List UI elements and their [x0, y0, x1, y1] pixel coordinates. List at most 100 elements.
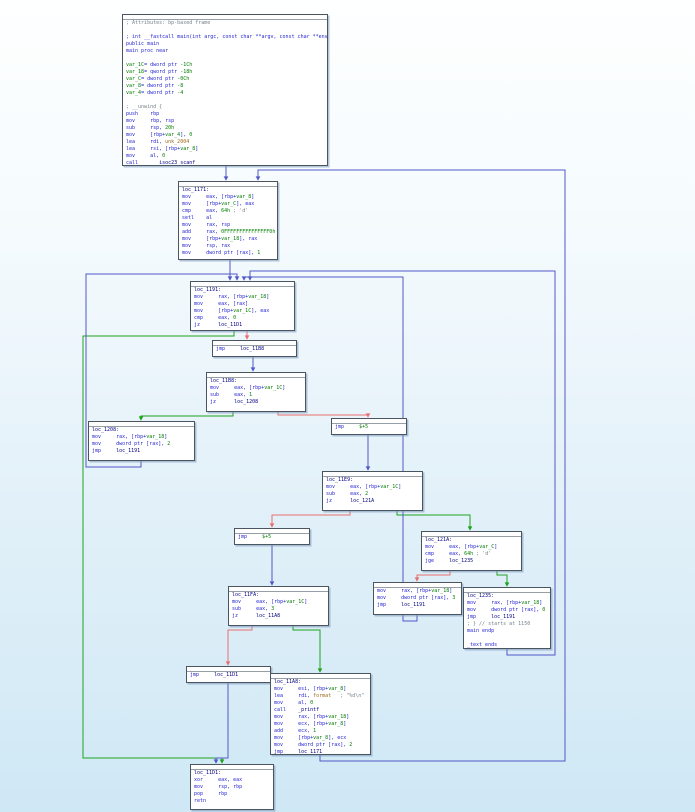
asm-token: mov al, [126, 153, 163, 159]
node-jmp_11d1[interactable]: jmp loc_11D1 [186, 666, 271, 683]
asm-token: ] [164, 434, 168, 440]
asm-line: jge loc_1235 [422, 558, 521, 565]
asm-token: loc_11D1: [194, 770, 222, 776]
asm-token: ], [180, 132, 190, 138]
asm-token: mov ecx, [rbp+ [274, 721, 329, 727]
asm-line: ; int __fastcall main(int argc, const ch… [123, 34, 327, 41]
asm-token: loc_1208: [92, 427, 120, 433]
node-titlebar[interactable] [179, 182, 277, 187]
asm-token: jmp [467, 614, 492, 620]
node-titlebar[interactable] [332, 419, 406, 424]
node-jmp5_right[interactable]: jmp $+5 [331, 418, 407, 435]
asm-token: var_1C [286, 599, 305, 605]
node-titlebar[interactable] [271, 674, 370, 679]
asm-token: 1 [313, 728, 317, 734]
node-titlebar[interactable] [229, 587, 328, 592]
asm-token: mov rax, [rbp+ [467, 600, 522, 606]
asm-token: var_18 [431, 588, 450, 594]
edge-loc_1235-to-loc_1191 [249, 270, 556, 656]
asm-line [464, 635, 550, 642]
asm-line: mov eax, [rbp+var_1C] [229, 599, 328, 606]
asm-line: mov al, 0 [123, 153, 327, 160]
asm-line [123, 27, 327, 34]
node-titlebar[interactable] [213, 341, 296, 346]
edge-loc_11e9-fall-jmp5l [271, 511, 351, 527]
asm-token: var_8 [328, 721, 344, 727]
asm-token: var_18 [146, 434, 165, 440]
asm-line: add rax, 0FFFFFFFFFFFFFFF0h [179, 229, 277, 236]
node-loc_121a[interactable]: loc_121A:mov eax, [rbp+var_C]cmp eax, 64… [421, 531, 522, 571]
asm-line: sub eax, 2 [323, 491, 422, 498]
asm-token: mov rax, [rbp+ [194, 294, 249, 300]
asm-line: loc_1235: [464, 593, 550, 600]
edge-arrowhead [250, 367, 256, 372]
edge-arrowhead [269, 581, 275, 586]
asm-line: mov rax, [rbp+var_18] [89, 434, 194, 441]
asm-line: jmp loc_1191 [89, 448, 194, 455]
asm-line: mov rsp, rax [179, 243, 277, 250]
node-titlebar[interactable] [123, 15, 327, 20]
asm-token: unk_2004 [165, 139, 190, 145]
asm-line: jmp loc_1191 [374, 602, 461, 609]
node-loc_11b8[interactable]: loc_11B8:mov eax, [rbp+var_1C]sub eax, 1… [206, 372, 306, 412]
node-titlebar[interactable] [235, 529, 309, 534]
edge-jmpd1-to-loc_11d1 [215, 683, 229, 763]
asm-token: loc_1235 [449, 558, 474, 564]
node-titlebar[interactable] [374, 583, 461, 588]
node-loc_11e9[interactable]: loc_11E9:mov eax, [rbp+var_1C]sub eax, 2… [322, 471, 423, 511]
asm-token: public main [126, 41, 160, 47]
node-loc_1208[interactable]: loc_1208:mov rax, [rbp+var_18]mov dword … [88, 421, 195, 461]
node-loc_1191[interactable]: loc_1191:mov rax, [rbp+var_18]mov eax, [… [190, 281, 295, 331]
node-titlebar[interactable] [323, 472, 422, 477]
node-titlebar[interactable] [187, 667, 270, 672]
asm-token: mov eax, [rbp+ [182, 194, 237, 200]
asm-line: mov [rbp+var_18], rax [179, 236, 277, 243]
asm-token: mov al, [274, 700, 311, 706]
asm-token: var_8 [126, 83, 142, 89]
node-loc_1235[interactable]: loc_1235:mov rax, [rbp+var_18]mov dword … [463, 587, 551, 649]
node-titlebar[interactable] [464, 588, 550, 593]
asm-token: mov rax, [rbp+ [274, 714, 329, 720]
node-set_state_3[interactable]: mov rax, [rbp+var_18]mov dword ptr [rax]… [373, 582, 462, 615]
asm-token: var_18 [221, 236, 240, 242]
asm-token: mov [rbp+ [274, 735, 314, 741]
node-titlebar[interactable] [89, 422, 194, 427]
asm-token: 0 [310, 700, 314, 706]
node-jmp5_left[interactable]: jmp $+5 [234, 528, 310, 545]
asm-line: mov dword ptr [rax], 1 [179, 250, 277, 257]
asm-token: cmp eax, [182, 208, 222, 214]
asm-line: mov rax, [rbp+var_18] [271, 714, 370, 721]
asm-token: ], eax [236, 201, 255, 207]
node-titlebar[interactable] [422, 532, 521, 537]
asm-token: mov rbp, rsp [126, 118, 175, 124]
asm-token: mov rsp, rax [182, 243, 231, 249]
asm-token: jmp [190, 672, 215, 678]
edge-arrowhead [234, 276, 240, 281]
asm-line: loc_11D1: [191, 770, 273, 777]
asm-token: jmp [216, 346, 241, 352]
asm-token: 0FFFFFFFFFFFFFFF0h [221, 229, 276, 235]
asm-token: var_1C [264, 385, 283, 391]
asm-token: ; int __fastcall main(int argc, const ch… [126, 34, 327, 40]
asm-token: mov rax, [rbp+ [92, 434, 147, 440]
node-titlebar[interactable] [191, 765, 273, 770]
node-loc_11fa[interactable]: loc_11FA:mov eax, [rbp+var_1C]sub eax, 3… [228, 586, 329, 626]
asm-token: jz [326, 498, 351, 504]
node-main[interactable]: ; Attributes: bp-based frame; int __fast… [122, 14, 328, 166]
asm-line: mov esi, [rbp+var_8] [271, 686, 370, 693]
asm-token: 3 [452, 595, 456, 601]
asm-line: jmp $+5 [332, 424, 406, 431]
edge-arrowhead [247, 276, 253, 281]
node-titlebar[interactable] [191, 282, 294, 287]
node-jmp_11b8[interactable]: jmp loc_11B8 [212, 340, 297, 357]
asm-token: jge [425, 558, 450, 564]
asm-line: mov [rbp+var_4], 0 [123, 132, 327, 139]
node-titlebar[interactable] [207, 373, 305, 378]
node-loc_1171[interactable]: loc_1171:mov eax, [rbp+var_8]mov [rbp+va… [178, 181, 278, 260]
asm-line: mov dword ptr [rax], 2 [89, 441, 194, 448]
asm-token: ___isoc23_scanf [150, 160, 196, 166]
asm-token: push rbp [126, 111, 160, 117]
node-loc_11a8[interactable]: loc_11A8:mov esi, [rbp+var_8]lea rdi, fo… [270, 673, 371, 755]
